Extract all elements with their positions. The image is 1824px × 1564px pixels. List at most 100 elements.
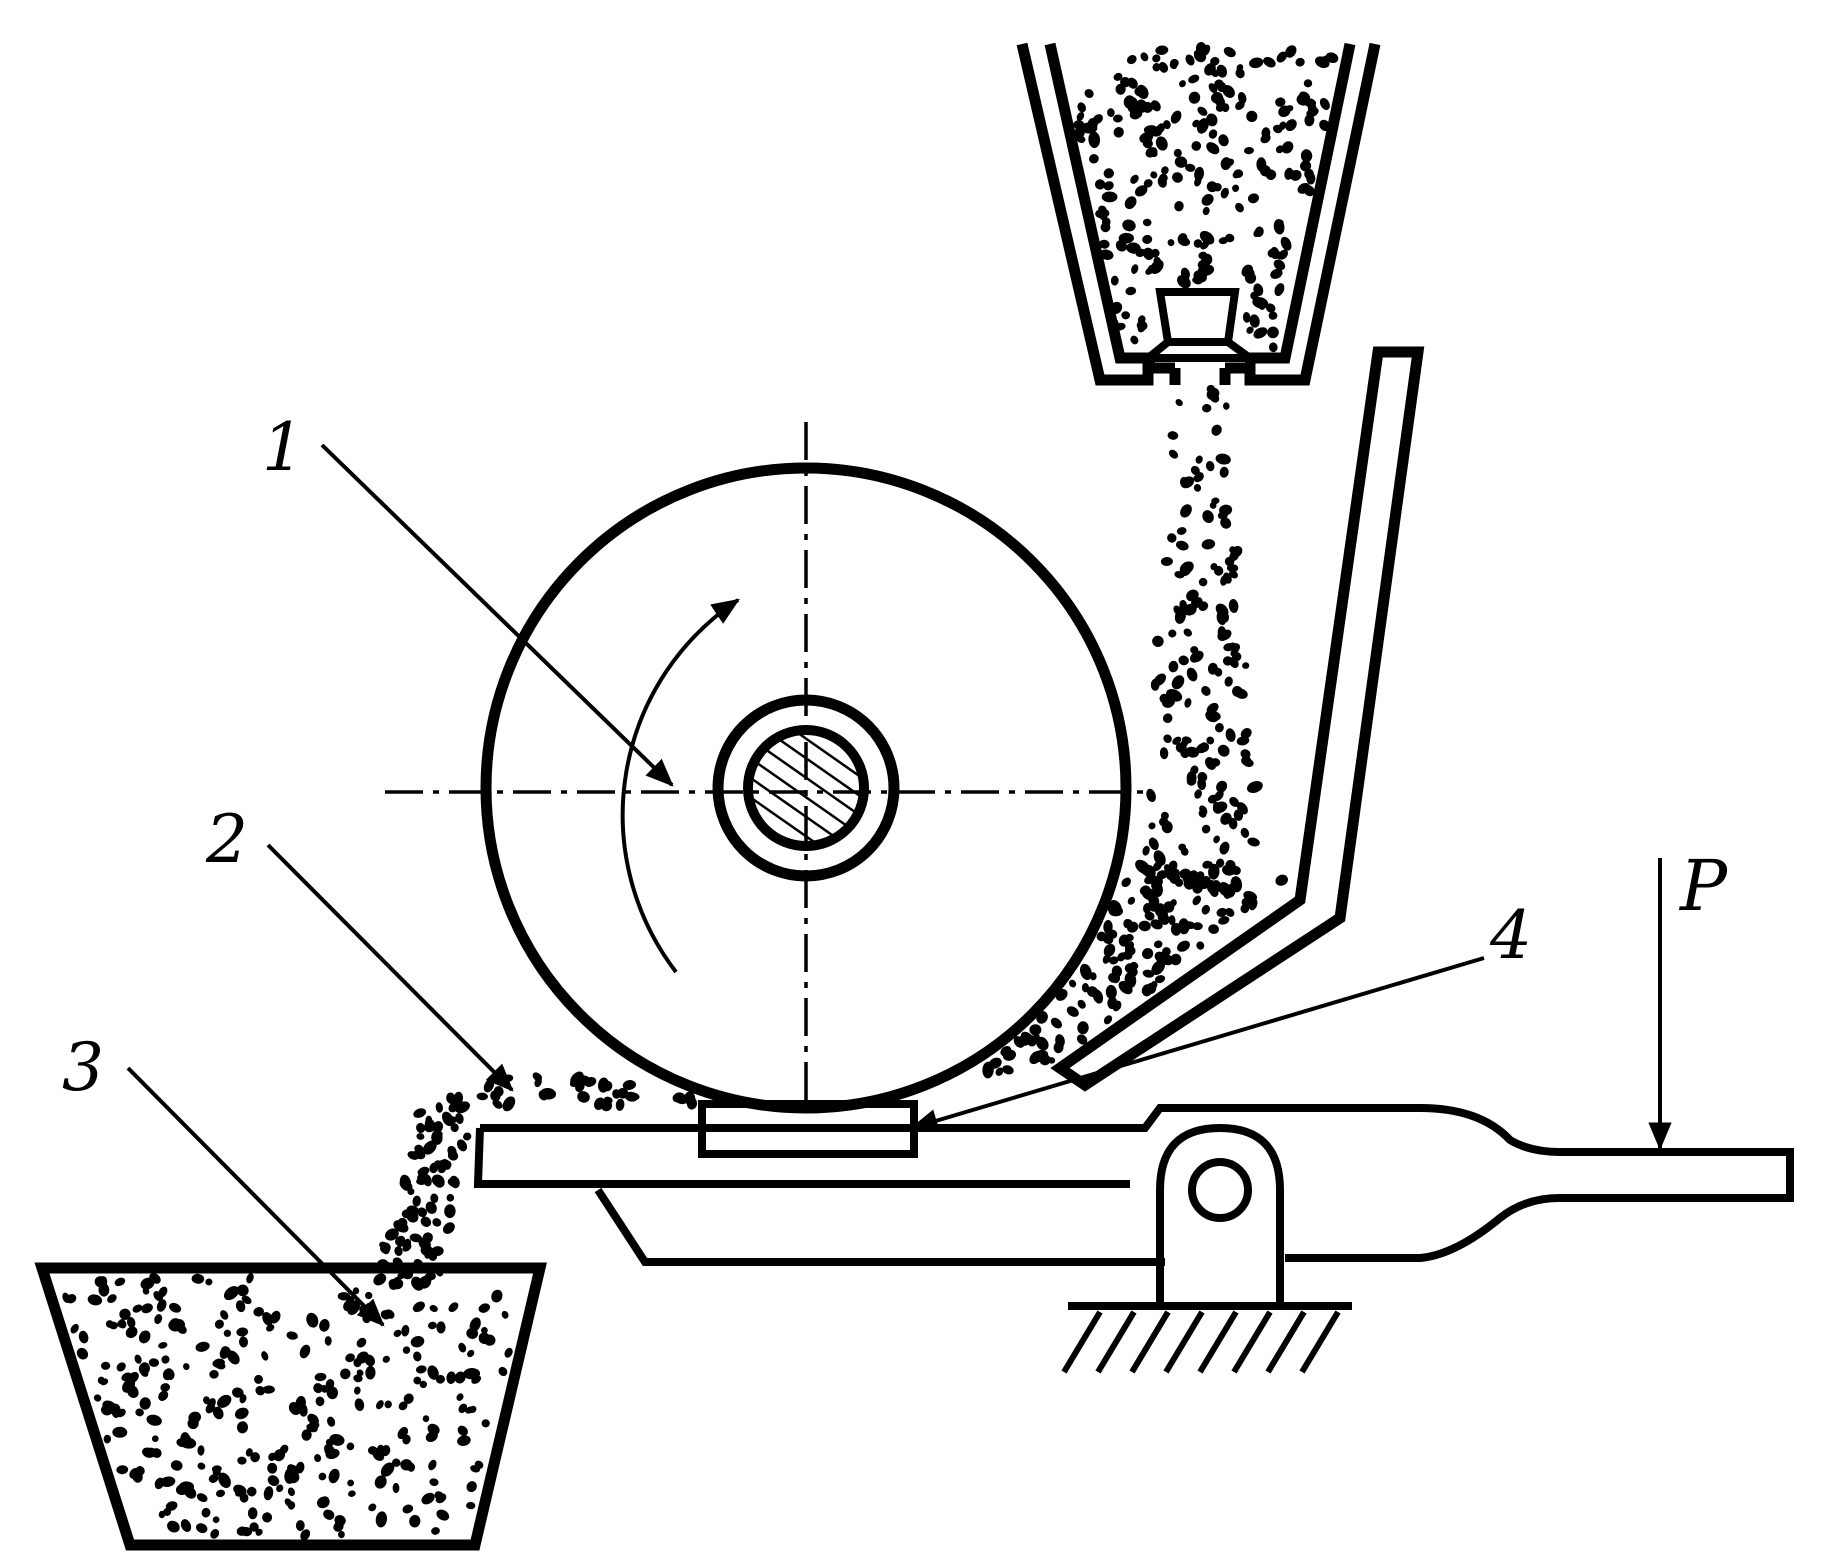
abrasive-grain: [1168, 915, 1176, 926]
abrasive-grain: [1176, 527, 1187, 535]
abrasive-grain: [584, 1077, 597, 1087]
abrasive-grain: [1153, 940, 1163, 949]
abrasive-grain: [1217, 744, 1230, 757]
abrasive-grain: [413, 1376, 422, 1385]
abrasive-grain: [1152, 635, 1164, 647]
abrasive-grain: [444, 1204, 456, 1219]
abrasive-grain: [1295, 57, 1305, 67]
abrasive-grain: [1261, 127, 1271, 139]
abrasive-grain: [262, 1312, 274, 1326]
abrasive-grain: [1201, 194, 1214, 206]
abrasive-grain: [323, 1509, 335, 1520]
abrasive-grain: [223, 1329, 232, 1337]
abrasive-grain: [148, 1358, 160, 1367]
abrasive-grain: [1138, 920, 1151, 932]
abrasive-grain: [1229, 657, 1239, 668]
abrasive-grain: [1224, 556, 1235, 567]
abrasive-grain: [212, 1406, 224, 1420]
abrasive-grain: [125, 1326, 138, 1339]
abrasive-grain: [1229, 865, 1241, 875]
abrasive-grain: [1196, 941, 1205, 950]
abrasive-grain: [1174, 201, 1184, 212]
abrasive-grain: [318, 1472, 327, 1481]
abrasive-grain: [1201, 824, 1211, 834]
abrasive-grain: [1208, 863, 1220, 880]
abrasive-grain: [1066, 1006, 1079, 1017]
abrasive-grain: [1159, 910, 1168, 920]
abrasive-grain: [466, 1501, 476, 1510]
abrasive-grain: [617, 1087, 629, 1099]
abrasive-grain: [1223, 46, 1236, 58]
abrasive-grain: [1300, 160, 1312, 172]
abrasive-grain: [1168, 860, 1178, 873]
abrasive-grain: [246, 1486, 257, 1497]
label-1: 1: [262, 409, 304, 486]
abrasive-grain: [1206, 181, 1218, 193]
abrasive-grain: [1240, 749, 1251, 759]
abrasive-grain: [995, 1067, 1004, 1076]
abrasive-grain: [1218, 916, 1230, 925]
abrasive-grain: [1000, 1046, 1012, 1057]
abrasive-grain: [1123, 919, 1131, 929]
abrasive-grain: [1278, 105, 1291, 118]
abrasive-grain: [214, 1319, 224, 1329]
abrasive-grain: [1193, 50, 1203, 58]
abrasive-grain: [1125, 286, 1137, 296]
abrasive-grain: [1314, 56, 1330, 69]
abrasive-grain: [1303, 79, 1313, 88]
abrasive-grain: [234, 1407, 249, 1420]
abrasive-grain: [306, 1423, 318, 1433]
abrasive-grain: [1145, 147, 1158, 158]
abrasive-grain: [1217, 631, 1227, 642]
abrasive-grain: [347, 1479, 355, 1487]
abrasive-grain: [442, 1222, 455, 1234]
abrasive-grain: [415, 1365, 427, 1374]
abrasive-grain: [1172, 172, 1183, 183]
abrasive-grain: [1281, 141, 1294, 154]
abrasive-grain: [1253, 327, 1268, 339]
abrasive-grain: [1175, 742, 1187, 753]
abrasive-grain: [144, 1447, 157, 1458]
abrasive-grain: [1285, 45, 1297, 58]
abrasive-grain: [167, 1520, 180, 1533]
abrasive-grain: [116, 1362, 126, 1372]
abrasive-grain: [295, 1520, 305, 1532]
abrasive-grain: [402, 1346, 411, 1354]
abrasive-grain: [1319, 97, 1330, 111]
abrasive-grain: [223, 1286, 240, 1301]
abrasive-grain: [197, 1445, 205, 1456]
abrasive-grain: [1208, 924, 1219, 934]
abrasive-grain: [413, 1351, 422, 1362]
abrasive-grain: [132, 1304, 143, 1313]
abrasive-grain: [1150, 100, 1161, 112]
abrasive-grain: [1229, 796, 1239, 807]
abrasive-grain: [161, 1355, 170, 1364]
abrasive-grain: [481, 1419, 490, 1428]
abrasive-grain: [1215, 603, 1229, 617]
abrasive-grain: [1197, 106, 1208, 116]
abrasive-grain: [413, 1149, 426, 1160]
abrasive-grain: [1183, 603, 1197, 616]
abrasive-grain: [1093, 114, 1103, 124]
abrasive-grain: [600, 1099, 613, 1112]
abrasive-grain: [62, 1292, 71, 1304]
abrasive-grain: [320, 1384, 328, 1393]
abrasive-grain: [1150, 259, 1164, 275]
abrasive-grain: [70, 1323, 79, 1334]
abrasive-grain: [353, 1358, 362, 1368]
abrasive-grain: [215, 1489, 226, 1498]
abrasive-grain: [287, 1487, 295, 1497]
abrasive-grain: [450, 1123, 459, 1133]
abrasive-grain: [1175, 540, 1189, 551]
abrasive-grain: [1170, 953, 1182, 966]
abrasive-grain: [1180, 476, 1195, 489]
abrasive-grain: [457, 1425, 468, 1436]
abrasive-grain: [1131, 264, 1139, 274]
leader-2: [266, 843, 514, 1092]
abrasive-grain: [1088, 131, 1101, 148]
abrasive-grain: [1216, 907, 1228, 917]
abrasive-grain: [1236, 802, 1248, 815]
abrasive-grain: [1210, 56, 1220, 66]
abrasive-grain: [1121, 311, 1131, 320]
abrasive-grain: [368, 1503, 377, 1512]
